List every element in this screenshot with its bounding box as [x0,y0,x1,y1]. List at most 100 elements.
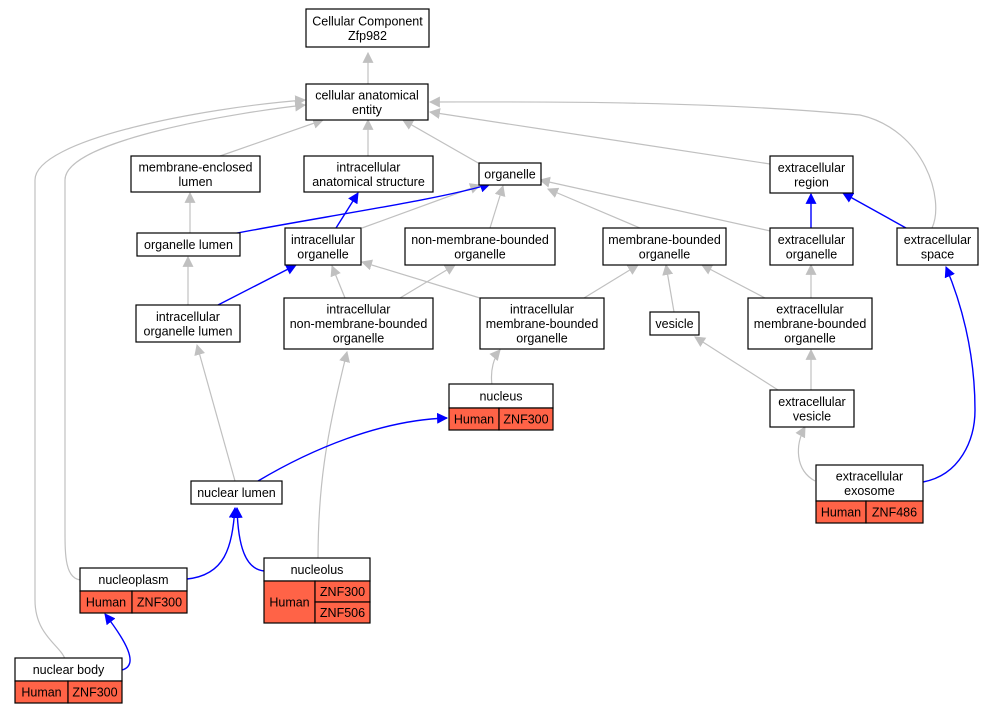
node-nucleus-label: nucleus [479,390,522,404]
annotation-species: Human [454,413,494,427]
node-orgl-box [136,232,241,257]
node-exr-label: extracellular [778,161,845,175]
node-cae-label: cellular anatomical [315,88,419,102]
edge-exr-cae [428,108,771,165]
node-embo-box [747,297,873,350]
node-imbo-label: intracellular [510,303,574,317]
node-ves[interactable]: vesicle [649,311,700,336]
node-mel-label: lumen [178,175,212,189]
node-exo-label: organelle [786,247,837,261]
edge-nmbo-org [489,184,506,229]
node-exso-label: extracellular [836,469,903,483]
edge-ves-mbo [662,263,675,313]
annotation-species: Human [86,596,126,610]
edge-nl-iol [194,343,236,482]
edge-ncl-nl [231,506,266,572]
node-mel-label: membrane-enclosed [139,160,253,174]
node-exo-box [769,227,854,266]
node-ias-label: anatomical structure [312,175,425,189]
node-inmbo[interactable]: intracellularnon-membrane-boundedorganel… [283,297,434,350]
node-inmbo-box [283,297,434,350]
node-imbo-box [479,297,605,350]
edge-nb-cae [34,95,307,660]
annotation-gene-cell [865,500,924,524]
node-ves-label: vesicle [655,317,693,331]
node-orgl[interactable]: organelle lumen [136,232,241,257]
node-root-box [305,8,430,48]
node-exs-label: extracellular [904,233,971,247]
annotation-gene: ZNF486 [872,506,917,520]
edge-imbo-mbo [583,264,639,299]
node-nl[interactable]: nuclear lumen [190,480,283,505]
node-inmbo-label: intracellular [327,303,391,317]
node-embo-label: extracellular [776,303,843,317]
edge-embo-mbo [701,264,766,299]
edge-exso-exv [795,426,816,482]
node-io-box [284,227,362,266]
node-iol-box [135,304,241,343]
node-iol-label: organelle lumen [144,324,233,338]
edge-exv-ves [694,336,779,391]
edge-npl-cae [64,100,307,581]
node-exv-label: vesicle [793,409,831,423]
node-nl-label: nuclear lumen [197,486,276,500]
node-exs-label: space [921,247,954,261]
annotation-nb: Human ZNF300 [14,680,123,704]
annotation-gene: ZNF300 [320,585,365,599]
node-orgl-label: organelle lumen [144,238,233,252]
node-root-label: Zfp982 [348,29,387,43]
node-exv-label: extracellular [778,395,845,409]
edge-iol-io [217,264,297,306]
node-ias-box [303,155,434,193]
edges-layer [34,51,976,671]
edge-nucleus-imbo [489,349,501,386]
node-exr-box [769,155,854,194]
node-inmbo-label: organelle [333,332,384,346]
node-mbo-label: membrane-bounded [608,233,721,247]
annotation-species: Human [21,686,61,700]
annotation-species: Human [269,596,309,610]
node-mel-box [130,155,261,193]
annotation-species-cell [263,580,316,624]
node-ias-label: intracellular [337,160,401,174]
node-root-label: Cellular Component [312,14,423,28]
edge-mel-cae [219,118,325,157]
annotation-gene: ZNF506 [320,606,365,620]
annotation-gene: ZNF300 [72,686,117,700]
edge-exs-cae [428,96,937,229]
node-npl-label: nucleoplasm [98,573,168,587]
node-ncl-label: nucleolus [291,563,344,577]
node-nmbo-label: non-membrane-bounded [411,233,549,247]
edge-ias-io [335,192,359,229]
edge-exso-exs [922,265,976,483]
node-imbo-label: organelle [516,332,567,346]
annotation-gene-cell [498,407,554,431]
node-exv-box [769,389,855,428]
node-org[interactable]: organelle [478,162,542,186]
node-io-label: intracellular [291,233,355,247]
node-nl-box [190,480,283,505]
